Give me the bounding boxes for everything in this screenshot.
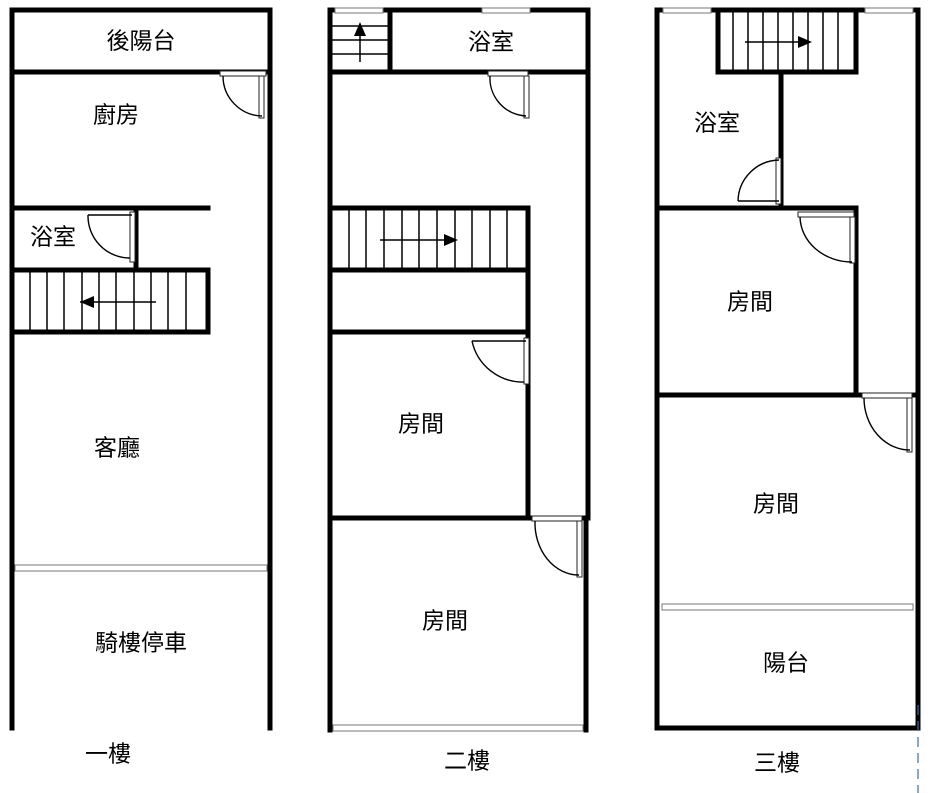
floor-1-stair-arrow-icon	[80, 296, 94, 308]
floor-3-balcony-opening	[661, 603, 914, 611]
floor-1-stairs	[29, 272, 187, 330]
floor-2-middle-stairs	[348, 210, 508, 268]
floor-3-stairs	[715, 7, 859, 75]
floor-2-upper-stair-arrow-icon	[354, 22, 366, 36]
room-label-balcony: 陽台	[763, 650, 809, 677]
floor-2-middle-room-door	[471, 337, 530, 385]
room-label-bathroom: 浴室	[694, 110, 740, 137]
room-label-living-room: 客廳	[94, 435, 140, 462]
floor-2-front-room-door	[531, 515, 583, 578]
room-label-room: 房間	[398, 411, 444, 438]
floor-caption-2f: 二樓	[444, 748, 490, 775]
room-label-room: 房間	[727, 289, 773, 316]
room-label-room: 房間	[753, 491, 799, 518]
floor-3-bathroom-door	[737, 157, 782, 205]
floor-caption-1f: 一樓	[85, 741, 131, 768]
floor-1-garage-opening	[14, 564, 268, 572]
room-label-bathroom: 浴室	[30, 224, 76, 251]
floor-3-back-room-door	[797, 211, 856, 264]
floor-2-bathroom-door	[487, 70, 530, 119]
room-label-arcade-parking: 騎樓停車	[95, 630, 187, 657]
room-label-bathroom: 浴室	[468, 29, 514, 56]
floor-1-plan	[9, 7, 273, 731]
floor-3-plan	[654, 7, 921, 793]
room-label-room: 房間	[422, 608, 468, 635]
floor-2-plan	[327, 7, 591, 733]
floor-1-kitchen-door	[219, 70, 267, 119]
floor-2-front-window	[332, 724, 584, 732]
room-label-kitchen: 廚房	[93, 102, 139, 129]
floor-caption-3f: 三樓	[754, 750, 800, 777]
floor-2-upper-stairs	[332, 22, 388, 62]
floor-1-bathroom-door	[87, 211, 136, 263]
floor-2-stair-arrow-icon	[444, 234, 458, 246]
floor-3-middle-room-door	[861, 392, 913, 453]
floor-3-stair-arrow-icon	[798, 36, 812, 48]
room-label-back-balcony: 後陽台	[106, 28, 176, 55]
